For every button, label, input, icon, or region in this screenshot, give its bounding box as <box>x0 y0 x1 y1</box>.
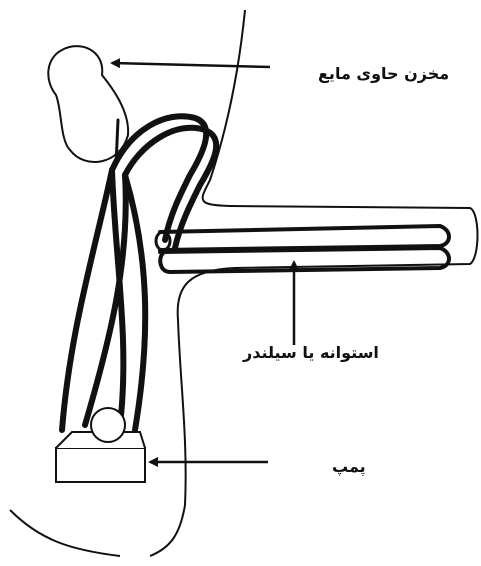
cylinder-label: استوانه یا سیلندر <box>243 343 379 362</box>
body-outline <box>150 10 478 556</box>
pump-shape <box>56 408 145 482</box>
pump-label: پمپ <box>332 457 366 476</box>
body-outline-left <box>10 510 120 556</box>
reservoir-arrow <box>112 63 270 67</box>
reservoir-label: مخزن حاوی مایع <box>318 64 449 83</box>
